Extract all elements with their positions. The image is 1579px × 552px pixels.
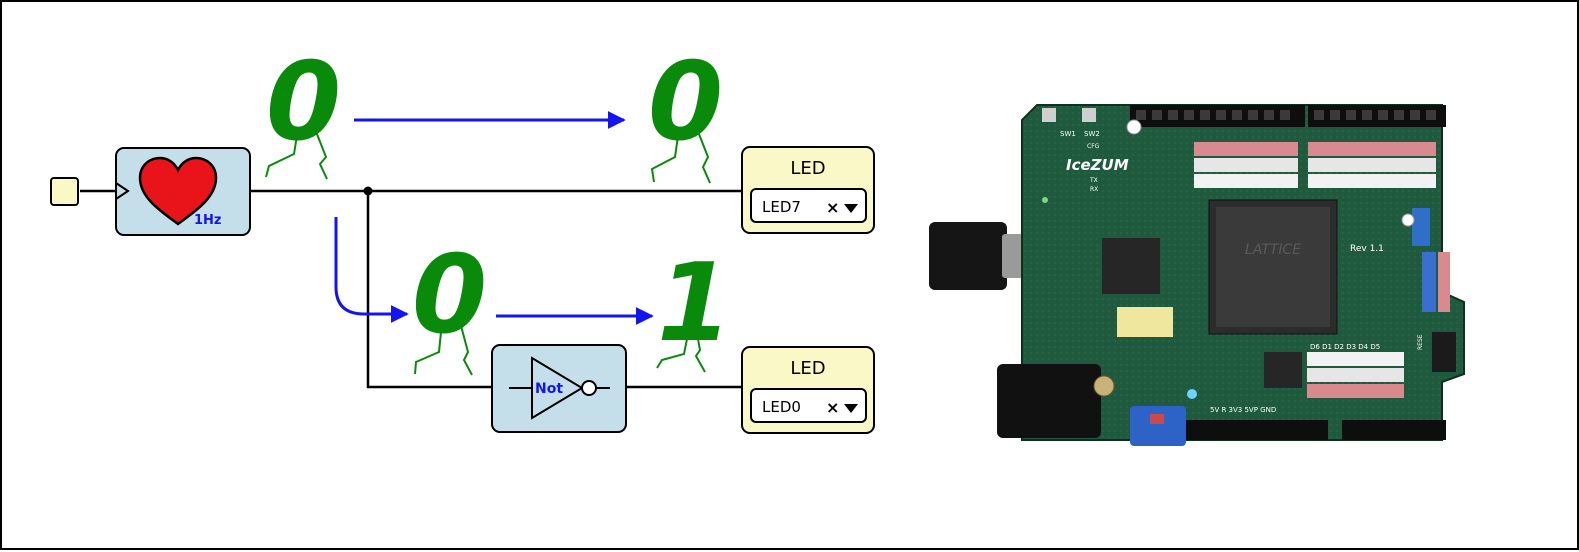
input-port[interactable] (51, 178, 78, 205)
led-bottom-pin-value: LED0 (762, 398, 801, 416)
signal-value-top-right: 0 (648, 40, 723, 183)
clock-frequency-label: 1Hz (194, 213, 222, 228)
board-chip-label: LATTICE (1245, 242, 1301, 258)
led-top-pin-value: LED7 (762, 198, 801, 216)
led-top-title: LED (790, 158, 825, 179)
signal-value-top-left: 0 (266, 40, 341, 179)
led-block-top[interactable]: LED LED7 × (742, 147, 874, 233)
not-gate-label: Not (535, 381, 563, 397)
flow-arrows (336, 120, 652, 316)
board-sw2-label: SW2 (1084, 130, 1100, 138)
led-block-bottom[interactable]: LED LED0 × (742, 347, 874, 433)
svg-text:1: 1 (657, 241, 732, 366)
board-power-row-label: 5V R 3V3 5VP GND (1210, 406, 1276, 414)
icezum-board-illustration: LATTICE IceZUM Rev 1.1 SW1 SW (929, 105, 1464, 446)
clock-block[interactable]: 1Hz (116, 148, 250, 235)
board-name-label: IceZUM (1066, 156, 1129, 174)
wire-junction (364, 187, 373, 196)
svg-text:0: 0 (648, 40, 723, 165)
led-bottom-title: LED (790, 358, 825, 379)
board-cfg-label: CFG (1087, 143, 1100, 150)
signal-value-bottom-left: 0 (412, 233, 487, 375)
board-digital-row-label: D6 D1 D2 D3 D4 D5 (1310, 343, 1380, 351)
board-sw1-label: SW1 (1060, 130, 1076, 138)
clear-icon[interactable]: × (826, 198, 839, 217)
signal-value-bottom-right: 1 (657, 241, 732, 372)
svg-text:0: 0 (266, 40, 341, 165)
board-rx-label: RX (1090, 186, 1098, 193)
clear-icon[interactable]: × (826, 398, 839, 417)
svg-text:0: 0 (412, 233, 487, 358)
not-block[interactable]: Not (492, 345, 626, 432)
arrow-branch (336, 217, 407, 314)
board-reset-label: RESE (1417, 334, 1424, 350)
board-revision-label: Rev 1.1 (1350, 244, 1384, 254)
board-tx-label: TX (1089, 177, 1098, 184)
